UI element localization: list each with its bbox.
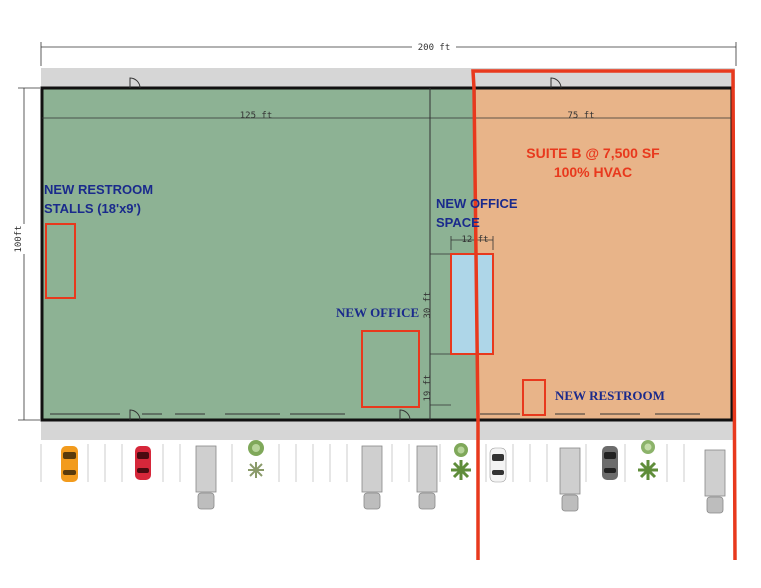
back-door-right [550,77,562,89]
office-dimension-lines [430,236,494,406]
office-depth-label: 30 ft [423,291,433,318]
truck-3 [416,445,438,510]
restroom-stalls-label-line2: STALLS (18'x9') [44,201,141,216]
plant-1 [248,440,264,478]
overall-width-label: 200 ft [418,43,451,53]
suite-b-area [476,88,732,420]
left-section-width-label: 125 ft [240,111,273,121]
new-office-box [361,330,420,408]
new-restroom-label: NEW RESTROOM [555,388,665,403]
restroom-stalls-label-line1: NEW RESTROOM [44,182,153,197]
suite-a-area [42,88,476,420]
car-orange [61,446,78,482]
car-red [135,446,151,480]
truck-2 [361,445,383,510]
car-white [489,447,507,483]
right-section-width-label: 75 ft [567,111,594,121]
truck-1 [195,445,217,510]
overall-width-dimension [40,41,737,66]
car-gray [602,446,618,480]
suite-label-line2: 100% HVAC [554,164,632,180]
truck-4 [559,447,581,512]
suite-label-line1: SUITE B @ 7,500 SF [526,145,660,161]
office-space-label-line2: SPACE [436,215,480,230]
front-paving [41,420,735,440]
overall-depth-label: 100ft [14,225,24,252]
new-office-space-box [450,253,494,355]
office-space-label-line1: NEW OFFICE [436,196,518,211]
new-restroom-box [522,379,546,416]
new-office-label: NEW OFFICE [336,305,419,320]
overall-depth-dimension [16,87,40,421]
suite-b-boundary [471,69,737,561]
back-paving [41,68,735,88]
front-storefront [50,409,700,421]
parking-stripes [40,444,685,482]
back-door-left [129,77,141,89]
plant-3 [638,440,658,480]
plant-2 [451,443,471,480]
truck-5 [704,449,726,514]
office-offset-label: 19 ft [423,374,433,401]
restroom-stalls-box [45,223,76,299]
